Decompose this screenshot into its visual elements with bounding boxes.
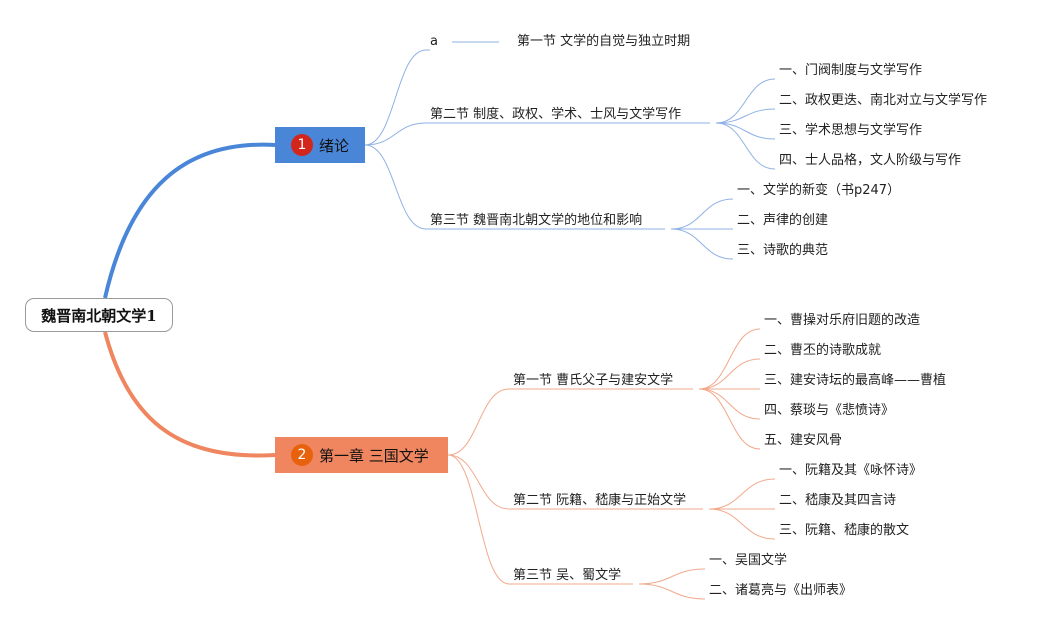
number-badge-1: 1: [291, 134, 313, 156]
item-connector: [715, 108, 776, 124]
section-label[interactable]: 第三节 魏晋南北朝文学的地位和影响: [430, 213, 643, 228]
item-label[interactable]: 三、阮籍、嵇康的散文: [779, 523, 910, 538]
branch-node-chapter-1[interactable]: 2 第一章 三国文学: [275, 437, 448, 473]
item-label[interactable]: 一、曹操对乐府旧题的改造: [764, 313, 921, 328]
section-label[interactable]: 第三节 吴、蜀文学: [513, 568, 622, 583]
item-connector: [638, 568, 706, 585]
item-label[interactable]: 四、蔡琰与《悲愤诗》: [764, 403, 895, 418]
item-connector: [670, 198, 734, 230]
item-label[interactable]: 二、嵇康及其四言诗: [779, 493, 897, 508]
section-connector: [364, 144, 427, 230]
item-label[interactable]: 二、曹丕的诗歌成就: [764, 343, 882, 358]
section-label[interactable]: 第一节 曹氏父子与建安文学: [513, 373, 674, 388]
item-label[interactable]: 一、吴国文学: [709, 553, 788, 568]
item-label[interactable]: 三、学术思想与文学写作: [779, 123, 923, 138]
section-connector: [447, 454, 510, 585]
section-connector: [364, 122, 427, 146]
item-connector: [715, 122, 776, 170]
item-connector: [708, 508, 776, 540]
item-connector: [698, 388, 761, 450]
item-label[interactable]: 二、政权更迭、南北对立与文学写作: [779, 93, 988, 108]
item-connector: [638, 583, 706, 600]
section-connector: [364, 49, 427, 146]
item-connector: [708, 478, 776, 510]
item-label[interactable]: 二、诸葛亮与《出师表》: [709, 583, 853, 598]
item-label[interactable]: 五、建安风骨: [764, 433, 843, 448]
item-connector: [698, 358, 761, 390]
section-label[interactable]: 第二节 阮籍、嵇康与正始文学: [513, 493, 687, 508]
number-badge-2: 2: [291, 444, 313, 466]
root-node[interactable]: 魏晋南北朝文学1: [25, 298, 173, 332]
branch-node-intro[interactable]: 1 绪论: [275, 127, 365, 163]
section-connector: [447, 454, 510, 510]
item-label[interactable]: 一、阮籍及其《咏怀诗》: [779, 463, 923, 478]
section-label[interactable]: 第二节 制度、政权、学术、士风与文学写作: [430, 107, 682, 122]
item-label[interactable]: 四、士人品格，文人阶级与写作: [779, 153, 962, 168]
main-arc: [103, 331, 276, 458]
branch-label: 绪论: [319, 136, 350, 155]
main-arc: [103, 142, 276, 299]
item-label[interactable]: 一、文学的新变（书p247）: [737, 183, 901, 198]
branch-label: 第一章 三国文学: [319, 446, 429, 465]
item-label[interactable]: 二、声律的创建: [737, 213, 829, 228]
section-connector: [447, 388, 510, 456]
item-label[interactable]: 三、诗歌的典范: [737, 243, 829, 258]
item-label[interactable]: 一、门阀制度与文学写作: [779, 63, 923, 78]
section-title[interactable]: 第一节 文学的自觉与独立时期: [517, 34, 691, 49]
item-connector: [698, 388, 761, 420]
item-connector: [715, 122, 776, 140]
section-label[interactable]: a: [430, 34, 438, 49]
item-connector: [670, 228, 734, 260]
item-label[interactable]: 三、建安诗坛的最高峰——曹植: [764, 373, 947, 388]
item-connector: [698, 328, 761, 390]
item-connector: [715, 78, 776, 124]
